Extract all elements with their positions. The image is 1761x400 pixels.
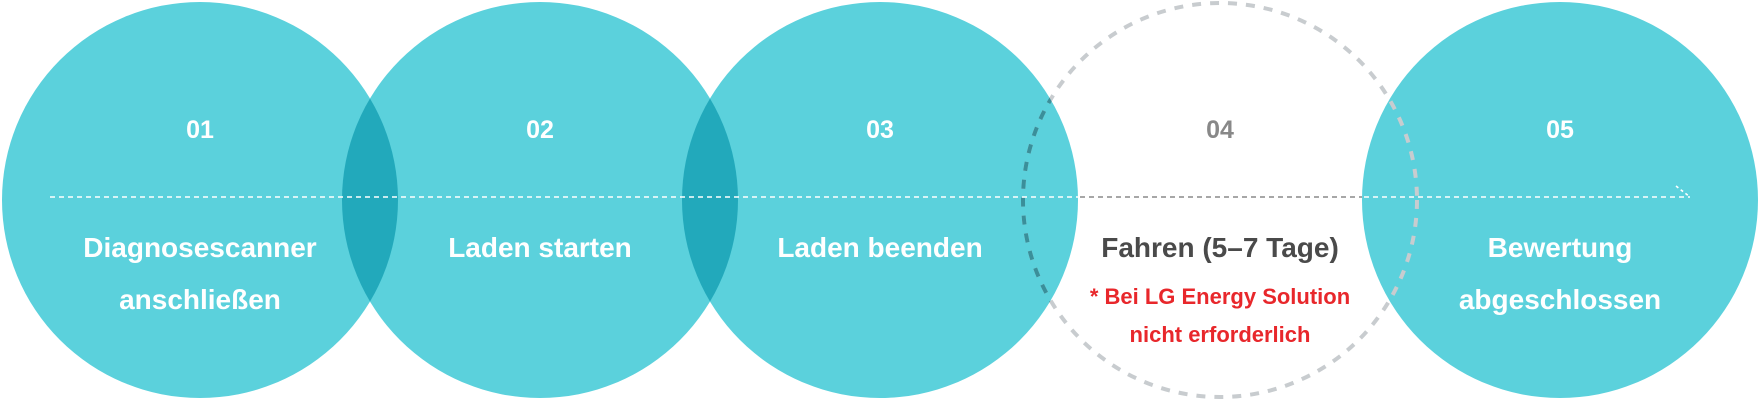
step-01: 01 Diagnosescanner anschließen (20, 0, 380, 400)
step-number: 04 (1206, 116, 1234, 144)
step-circle-01 (2, 2, 398, 398)
step-note: * Bei LG Energy Solution nicht erforderl… (1089, 284, 1351, 347)
step-circle-03 (682, 2, 1078, 398)
step-circle-02 (342, 2, 738, 398)
step-number: 05 (1546, 116, 1574, 144)
step-label: Bewertung abgeschlossen (1458, 232, 1662, 315)
step-02: 02 Laden starten (360, 0, 720, 400)
step-03: 03 Laden beenden (700, 0, 1060, 400)
step-label: Laden beenden (777, 232, 983, 263)
step-label: Fahren (5–7 Tage) (1101, 232, 1339, 263)
step-label: Laden starten (448, 232, 632, 263)
step-label: Diagnosescanner anschließen (83, 232, 317, 315)
timeline-arrow-icon (1675, 185, 1691, 198)
step-04: 04 Fahren (5–7 Tage) * Bei LG Energy Sol… (1040, 0, 1400, 400)
step-circle-05 (1362, 2, 1758, 398)
step-number: 03 (866, 116, 894, 144)
step-05: 05 Bewertung abgeschlossen (1380, 0, 1740, 400)
step-number: 02 (526, 116, 554, 144)
step-number: 01 (186, 116, 214, 144)
